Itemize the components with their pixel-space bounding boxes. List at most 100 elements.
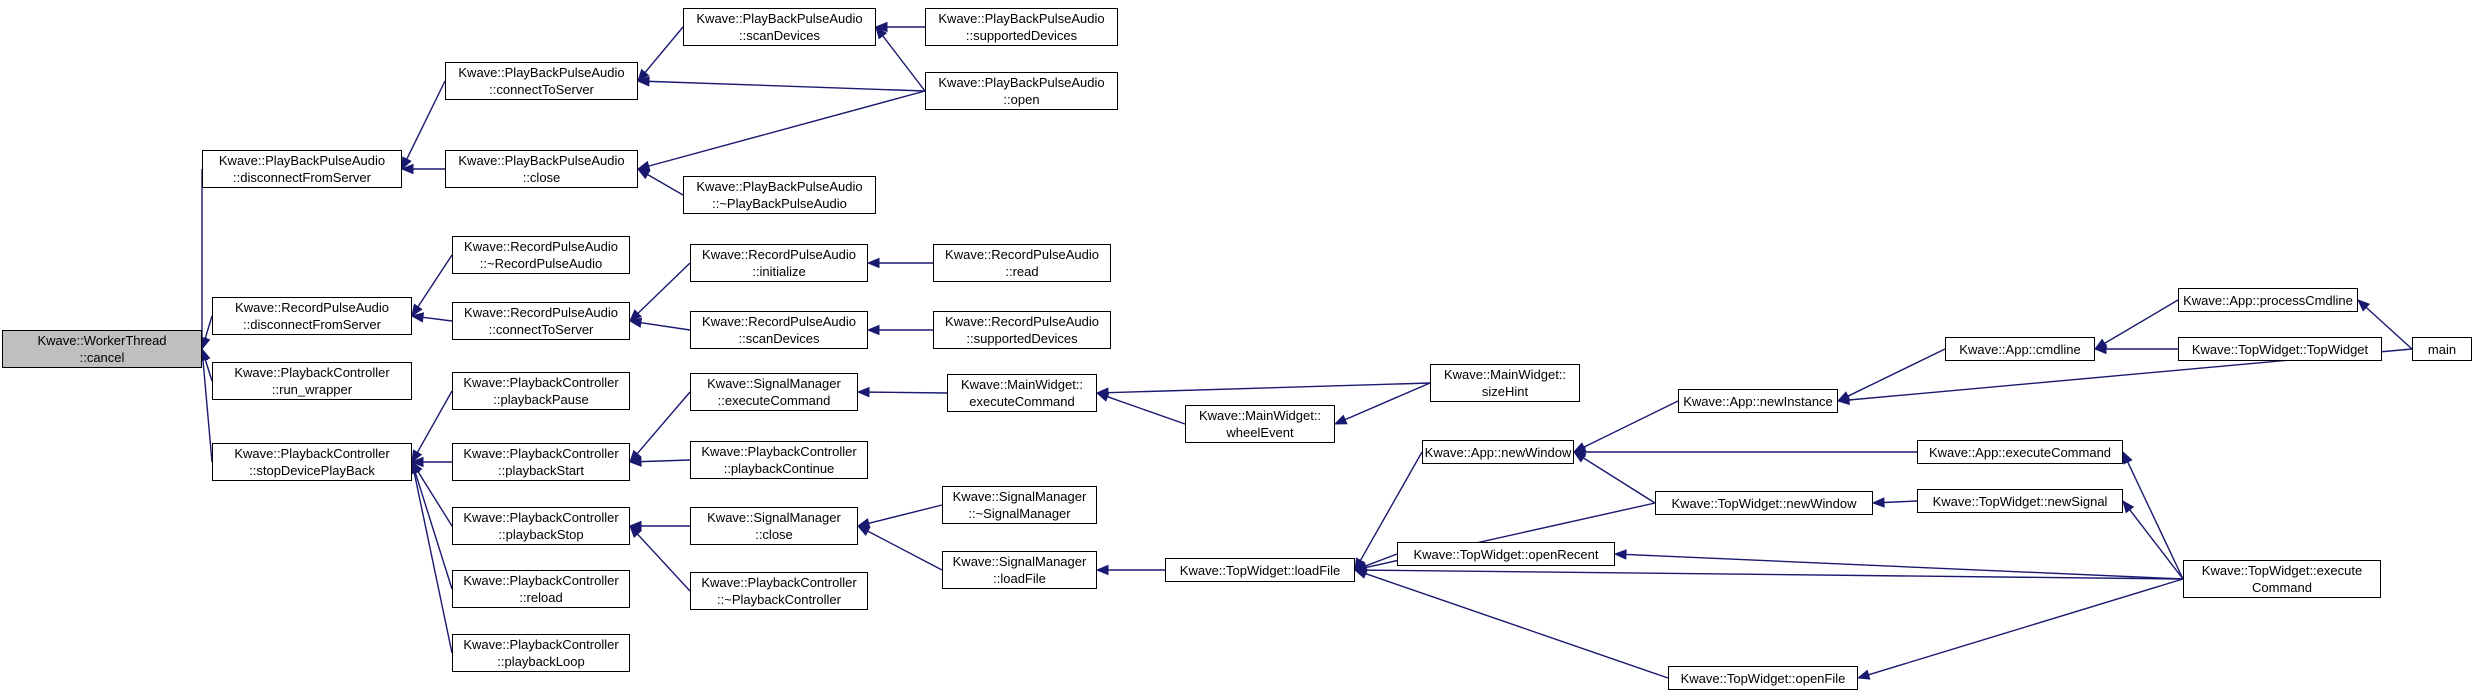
node-label-line: ::open [1003,92,1040,107]
node-mwWheel[interactable]: Kwave::MainWidget::wheelEvent [1185,405,1335,443]
arrowhead-twLoad-to-smLoad [1095,564,1109,576]
node-label-line: Kwave::PlaybackController [463,573,619,588]
edge-mwSize-to-mwExec [1107,382,1431,394]
arrowhead-smLoad-to-smClose [856,525,871,536]
node-label-line: Kwave::RecordPulseAudio [702,247,856,262]
node-label-line: Kwave::PlayBackPulseAudio [938,75,1105,90]
edge-twOpenFile-to-twLoad [1365,572,1669,679]
node-label-line: Kwave::PlaybackController [463,510,619,525]
node-pbOpen[interactable]: Kwave::PlayBackPulseAudio::open [925,72,1118,110]
node-label-line: Kwave::SignalManager [707,510,841,525]
node-twOpenRecent[interactable]: Kwave::TopWidget::openRecent [1397,542,1615,566]
node-mwSize[interactable]: Kwave::MainWidget::sizeHint [1430,364,1580,402]
node-appProcess[interactable]: Kwave::App::processCmdline [2178,288,2358,312]
arrowhead-twOpenFile-to-twLoad [1353,568,1368,579]
node-recConnect[interactable]: Kwave::RecordPulseAudio::connectToServer [452,302,630,340]
node-recDtor[interactable]: Kwave::RecordPulseAudio::~RecordPulseAud… [452,236,630,274]
node-label-line: ::scanDevices [738,331,820,346]
node-pbDisconnect[interactable]: Kwave::PlayBackPulseAudio::disconnectFro… [202,150,402,188]
node-recRead[interactable]: Kwave::RecordPulseAudio::read [933,244,1111,282]
node-stopDev[interactable]: Kwave::PlaybackController::stopDevicePla… [212,443,412,481]
node-runWrapper[interactable]: Kwave::PlaybackController::run_wrapper [212,362,412,400]
node-label-line: Kwave::PlayBackPulseAudio [696,179,863,194]
node-main[interactable]: main [2412,337,2472,361]
node-label-line: Kwave::TopWidget::newWindow [1671,495,1857,511]
edge-twNewWin-to-appNewWin [1582,457,1656,504]
node-label-line: Kwave::SignalManager [952,554,1087,569]
node-pbDtor[interactable]: Kwave::PlayBackPulseAudio::~PlayBackPuls… [683,176,876,214]
node-stop[interactable]: Kwave::PlaybackController::playbackStop [452,507,630,545]
edge-appCmdline-to-appNewInst [1847,348,1946,397]
node-pbClose[interactable]: Kwave::PlayBackPulseAudio::close [445,150,638,188]
node-twLoad[interactable]: Kwave::TopWidget::loadFile [1165,558,1355,582]
node-recDisconnect[interactable]: Kwave::RecordPulseAudio::disconnectFromS… [212,297,412,335]
edge-pbConnect-to-pbDisconnect [406,80,446,160]
node-label-line: Kwave::PlayBackPulseAudio [458,65,625,80]
node-label-line: Kwave::MainWidget:: [960,377,1084,392]
node-pcContinue[interactable]: Kwave::PlaybackController::playbackConti… [690,441,868,479]
node-pbScan[interactable]: Kwave::PlayBackPulseAudio::scanDevices [683,8,876,46]
node-reload[interactable]: Kwave::PlaybackController::reload [452,570,630,608]
node-label-line: Kwave::PlayBackPulseAudio [938,11,1105,26]
edge-mwWheel-to-mwExec [1107,395,1186,425]
node-twOpenFile[interactable]: Kwave::TopWidget::openFile [1668,666,1858,690]
node-recSupported[interactable]: Kwave::RecordPulseAudio::supportedDevice… [933,311,1111,349]
node-loop[interactable]: Kwave::PlaybackController::playbackLoop [452,634,630,672]
node-label-line: ::supportedDevices [965,28,1078,43]
node-pbSupported[interactable]: Kwave::PlayBackPulseAudio::supportedDevi… [925,8,1118,46]
edge-appNewWin-to-twLoad [1359,451,1423,561]
node-recInit[interactable]: Kwave::RecordPulseAudio::initialize [690,244,868,282]
node-label-line: Command [2252,580,2312,595]
node-twTop[interactable]: Kwave::TopWidget::TopWidget [2178,337,2382,361]
arrowhead-twTop-to-appCmdline [2093,343,2107,355]
node-label-line: Kwave::RecordPulseAudio [945,314,1099,329]
node-twNewWin[interactable]: Kwave::TopWidget::newWindow [1655,491,1873,515]
node-label-line: Kwave::RecordPulseAudio [464,239,618,254]
node-smDtor[interactable]: Kwave::SignalManager::~SignalManager [942,486,1097,524]
node-twNewSignal[interactable]: Kwave::TopWidget::newSignal [1917,489,2123,513]
node-recScan[interactable]: Kwave::RecordPulseAudio::scanDevices [690,311,868,349]
arrowhead-pbScan-to-pbConnect [637,68,650,83]
node-mwExec[interactable]: Kwave::MainWidget::executeCommand [947,374,1097,412]
arrowhead-recScan-to-recConnect [628,317,643,328]
edge-pause-to-stopDev [416,390,453,453]
edge-recDtor-to-recDisconnect [417,254,453,308]
edge-appProcess-to-appCmdline [2104,299,2179,345]
node-appNewWin[interactable]: Kwave::App::newWindow [1422,440,1574,464]
node-label-line: Kwave::TopWidget::execute [2201,563,2363,578]
node-appCmdline[interactable]: Kwave::App::cmdline [1945,337,2095,361]
node-label-line: Kwave::PlayBackPulseAudio [218,153,386,168]
edge-twNewSignal-to-twNewWin [1883,500,1918,504]
node-label-line: ::~RecordPulseAudio [479,256,603,271]
arrowhead-mwSize-to-mwWheel [1333,414,1348,425]
node-pbConnect[interactable]: Kwave::PlayBackPulseAudio::connectToServ… [445,62,638,100]
edge-twOpenRecent-to-twLoad [1365,553,1398,567]
node-start[interactable]: Kwave::PlaybackController::playbackStart [452,443,630,481]
edge-pcDtor-to-stop [636,533,691,592]
edge-recScan-to-recConnect [640,321,691,331]
node-label-line: Kwave::SignalManager [952,489,1087,504]
node-label-line: ::playbackStop [498,527,584,542]
node-appNewInst[interactable]: Kwave::App::newInstance [1678,389,1838,413]
node-label-line: Kwave::App::processCmdline [2183,292,2353,308]
node-label-line: ::cancel [79,350,125,365]
node-smLoad[interactable]: Kwave::SignalManager::loadFile [942,551,1097,589]
node-pause[interactable]: Kwave::PlaybackController::playbackPause [452,372,630,410]
node-label-line: Kwave::PlaybackController [463,637,619,652]
node-cancel[interactable]: Kwave::WorkerThread::cancel [2,330,202,368]
arrowhead-twExec-to-appExec [2122,450,2133,465]
arrowhead-twExec-to-twNewSignal [2122,499,2135,514]
node-appExec[interactable]: Kwave::App::executeCommand [1917,440,2123,464]
node-label-line: ::stopDevicePlayBack [249,463,375,478]
node-label-line: Kwave::PlaybackController [701,575,857,590]
node-smClose[interactable]: Kwave::SignalManager::close [690,507,858,545]
node-smExec[interactable]: Kwave::SignalManager::executeCommand [690,373,858,411]
edge-pcContinue-to-start [640,459,691,463]
edge-runWrapper-to-cancel [204,359,213,382]
node-label-line: ::playbackPause [493,392,589,407]
arrowhead-recInit-to-recConnect [629,309,642,322]
node-pcDtor[interactable]: Kwave::PlaybackController::~PlaybackCont… [690,572,868,610]
arrowhead-twExec-to-twOpenFile [1856,669,1871,680]
edge-stop-to-stopDev [417,470,453,527]
